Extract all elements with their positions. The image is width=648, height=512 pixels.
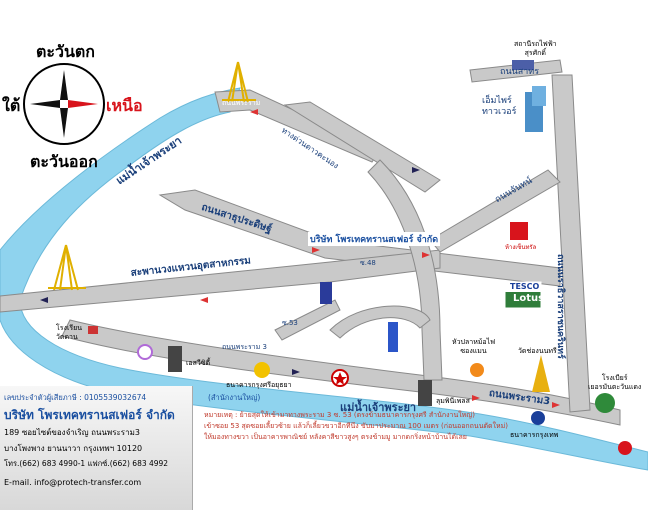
phone-fax: โทร.(662) 683 4990-1 แฟกซ์.(662) 683 499… (4, 459, 169, 468)
compass-south: ใต้ (2, 96, 21, 115)
krungsri-bank-icon (254, 362, 270, 378)
compass-east: ตะวันออก (30, 152, 98, 171)
river (0, 87, 648, 471)
bts-label: สถานีรถไฟฟ้า สุรศักดิ์ (514, 40, 557, 58)
hotpot-label-2: ซองแมน (460, 347, 487, 355)
sv-city-label: เอสวีซิตี้ (186, 359, 211, 367)
hotpot-label-1: หัวปลาหม้อไฟ (452, 338, 496, 346)
bts-icon (512, 60, 534, 70)
compass-west: ตะวันตก (36, 42, 95, 61)
school-label-1: โรงเรียน (56, 324, 82, 332)
road-top-bridge (214, 89, 381, 163)
road-chan (429, 169, 561, 253)
compass-icon (23, 63, 105, 145)
road-label-narathiwat: ถนนนราธิวาสราชนครินทร์ (555, 254, 565, 359)
road-soi53 (274, 299, 341, 341)
company-label: บริษัท โพรเทคทรานสเฟอร์ จำกัด (308, 232, 441, 246)
road-label-rama3a: ถนนพระราม 3 (222, 343, 267, 351)
brewery-label: โรงเบียร์ เยอรมันตะวันแดง (588, 374, 641, 392)
central-icon (510, 222, 528, 240)
family-icon (137, 344, 153, 360)
hotpot-label: หัวปลาหม้อไฟ ซองแมน (452, 338, 495, 356)
hq-label: (สำนักงานใหญ่) (208, 393, 261, 402)
company-info-box: เลขประจำตัวผู้เสียภาษี : 0105539032674 (… (0, 386, 260, 510)
lumpini-label: ลุมพินีเพลส (436, 397, 470, 405)
brewery-label-1: โรงเบียร์ (601, 374, 628, 382)
company-building-icon (320, 282, 332, 304)
tesco-band (505, 282, 541, 292)
note-line: หมายเหตุ : ย้ายสุดให้เข้ามาทางพระราม 3 ซ… (204, 411, 475, 419)
empire-label: เอ็มไพร์ ทาวเวอร์ (482, 96, 516, 118)
bangkok-bank-label: ธนาคารกรุงเทพ (510, 431, 559, 439)
brewery-icon (595, 393, 615, 413)
central-label: ห้างเซ็นทรัล (505, 244, 537, 251)
bangkok-bank-icon (531, 411, 545, 425)
empire-label-2: ทาวเวอร์ (482, 107, 517, 117)
empire-tower-icon (525, 86, 546, 132)
river-label-lower: แม่น้ำเจ้าพระยา (340, 401, 417, 414)
road-narathiwat (551, 74, 591, 413)
sv-city-icon (168, 346, 182, 372)
krungsri-bank-label: ธนาคารกรุงศรีอยุธยา (226, 381, 292, 389)
notes: หมายเหตุ : ย้ายสุดให้เข้ามาทางพระราม 3 ซ… (204, 410, 644, 443)
school-label: โรงเรียน วัดดาน (56, 324, 82, 342)
road-sathu-pradit (158, 189, 561, 287)
lumpini-icon (418, 380, 432, 406)
bts-label-2: สุรศักดิ์ (524, 49, 546, 57)
road-label-soi48: ซ.48 (360, 259, 376, 267)
school-label-2: วัดดาน (56, 333, 78, 341)
note-line: ให้มองทางขวา เป็นอาคารพาณิชย์ หลังคาสีขา… (204, 433, 467, 441)
traffic-arrows (200, 109, 560, 408)
krungsri-tower-icon (388, 322, 398, 352)
compass-north: เหนือ (106, 96, 143, 115)
shell-icon (618, 441, 632, 455)
tax-id: เลขประจำตัวผู้เสียภาษี : 0105539032674 (4, 393, 147, 402)
note-line: เข้าซอย 53 สุดซอยเลี้ยวซ้าย แล้วก็เลี้ยว… (204, 422, 508, 430)
bts-label-1: สถานีรถไฟฟ้า (514, 40, 557, 48)
tesco-label-bottom: Lotus (513, 293, 545, 304)
empire-label-1: เอ็มไพร์ (482, 96, 512, 106)
email[interactable]: E-mail. info@protech-transfer.com (4, 478, 142, 487)
road-label-soi53: ซ.53 (282, 319, 298, 327)
road-network (0, 59, 621, 426)
address-line-1: 189 ซอยไซต์ของจำเริญ ถนนพระราม3 (4, 428, 140, 437)
hotpot-icon (470, 363, 484, 377)
star-icon (333, 372, 347, 385)
address-line-2: บางโพงพาง ยานนาวา กรุงเทพฯ 10120 (4, 444, 143, 453)
road-industrial-ring (0, 249, 441, 313)
school-icon (88, 326, 98, 334)
road-loop (329, 305, 431, 339)
road-label-sathorn: ถนนสาทร (500, 67, 540, 77)
bridge-tower-icon (222, 61, 256, 103)
temple-label: วัดช่องนนทรี (518, 347, 557, 355)
traffic-arrows-blue (40, 167, 420, 375)
bridge-tower-icon (48, 244, 86, 291)
company-name: บริษัท โพรเทคทรานสเฟอร์ จำกัด (4, 408, 175, 422)
tesco-label-top: TESCO (510, 282, 540, 291)
road-label-bridge: ถนนพระราม (222, 99, 261, 107)
brewery-label-2: เยอรมันตะวันแดง (588, 383, 642, 391)
temple-icon (532, 355, 550, 392)
